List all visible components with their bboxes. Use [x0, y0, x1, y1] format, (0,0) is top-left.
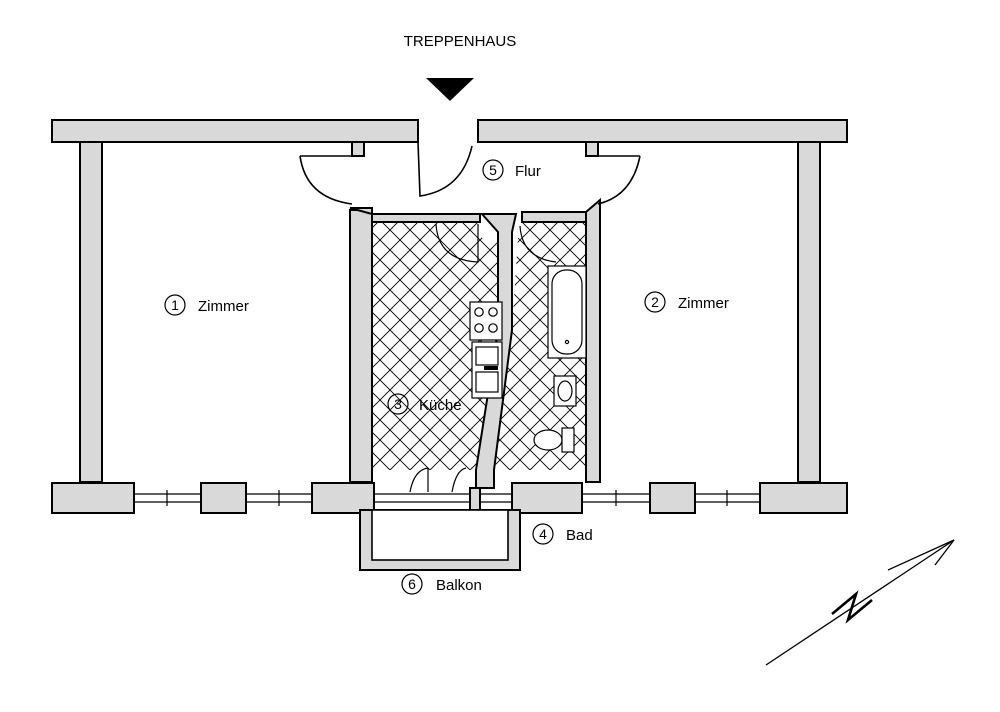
- svg-text:Zimmer: Zimmer: [198, 298, 249, 315]
- north-arrow-icon: [765, 539, 955, 666]
- entrance-arrow-icon: [426, 78, 474, 101]
- svg-text:Flur: Flur: [515, 163, 541, 180]
- kitchen-sink-icon: [471, 341, 503, 399]
- door-kitchen-swing: [435, 223, 479, 263]
- washbasin-icon: [553, 375, 577, 407]
- svg-text:6: 6: [408, 576, 416, 592]
- svg-text:Küche: Küche: [419, 397, 462, 414]
- svg-text:2: 2: [651, 294, 659, 310]
- windows: [134, 467, 760, 506]
- room-label-2: 2 Zimmer: [644, 291, 729, 313]
- svg-text:Zimmer: Zimmer: [678, 295, 729, 312]
- svg-text:3: 3: [394, 396, 402, 412]
- window-room-2b: [695, 490, 760, 506]
- svg-text:Bad: Bad: [566, 527, 593, 544]
- svg-text:4: 4: [539, 526, 547, 542]
- door-bath-swing: [519, 225, 557, 263]
- window-room-1b: [246, 490, 312, 506]
- bath-window: [480, 493, 512, 503]
- balcony-door: [374, 467, 470, 503]
- interior-walls: [349, 141, 601, 489]
- entrance-door-swing: [417, 141, 473, 197]
- bathtub-icon: [547, 265, 587, 359]
- svg-text:1: 1: [171, 297, 179, 313]
- stove-icon: [469, 301, 503, 341]
- doors: [299, 141, 641, 263]
- toilet-icon: [533, 427, 575, 453]
- svg-text:Balkon: Balkon: [436, 577, 482, 594]
- room-label-6: 6 Balkon: [401, 573, 482, 595]
- room-label-3: 3 Küche: [387, 393, 462, 415]
- door-room-1-swing: [299, 155, 353, 205]
- room-label-1: 1 Zimmer: [164, 294, 249, 316]
- stairwell-label: TREPPENHAUS: [404, 33, 517, 50]
- balcony: [359, 509, 521, 571]
- room-label-5: 5 Flur: [482, 159, 541, 181]
- exterior-walls: [51, 119, 848, 514]
- svg-text:5: 5: [489, 162, 497, 178]
- window-room-1a: [134, 490, 201, 506]
- window-room-2a: [582, 490, 650, 506]
- door-room-2-swing: [597, 155, 641, 205]
- room-label-4: 4 Bad: [532, 523, 593, 545]
